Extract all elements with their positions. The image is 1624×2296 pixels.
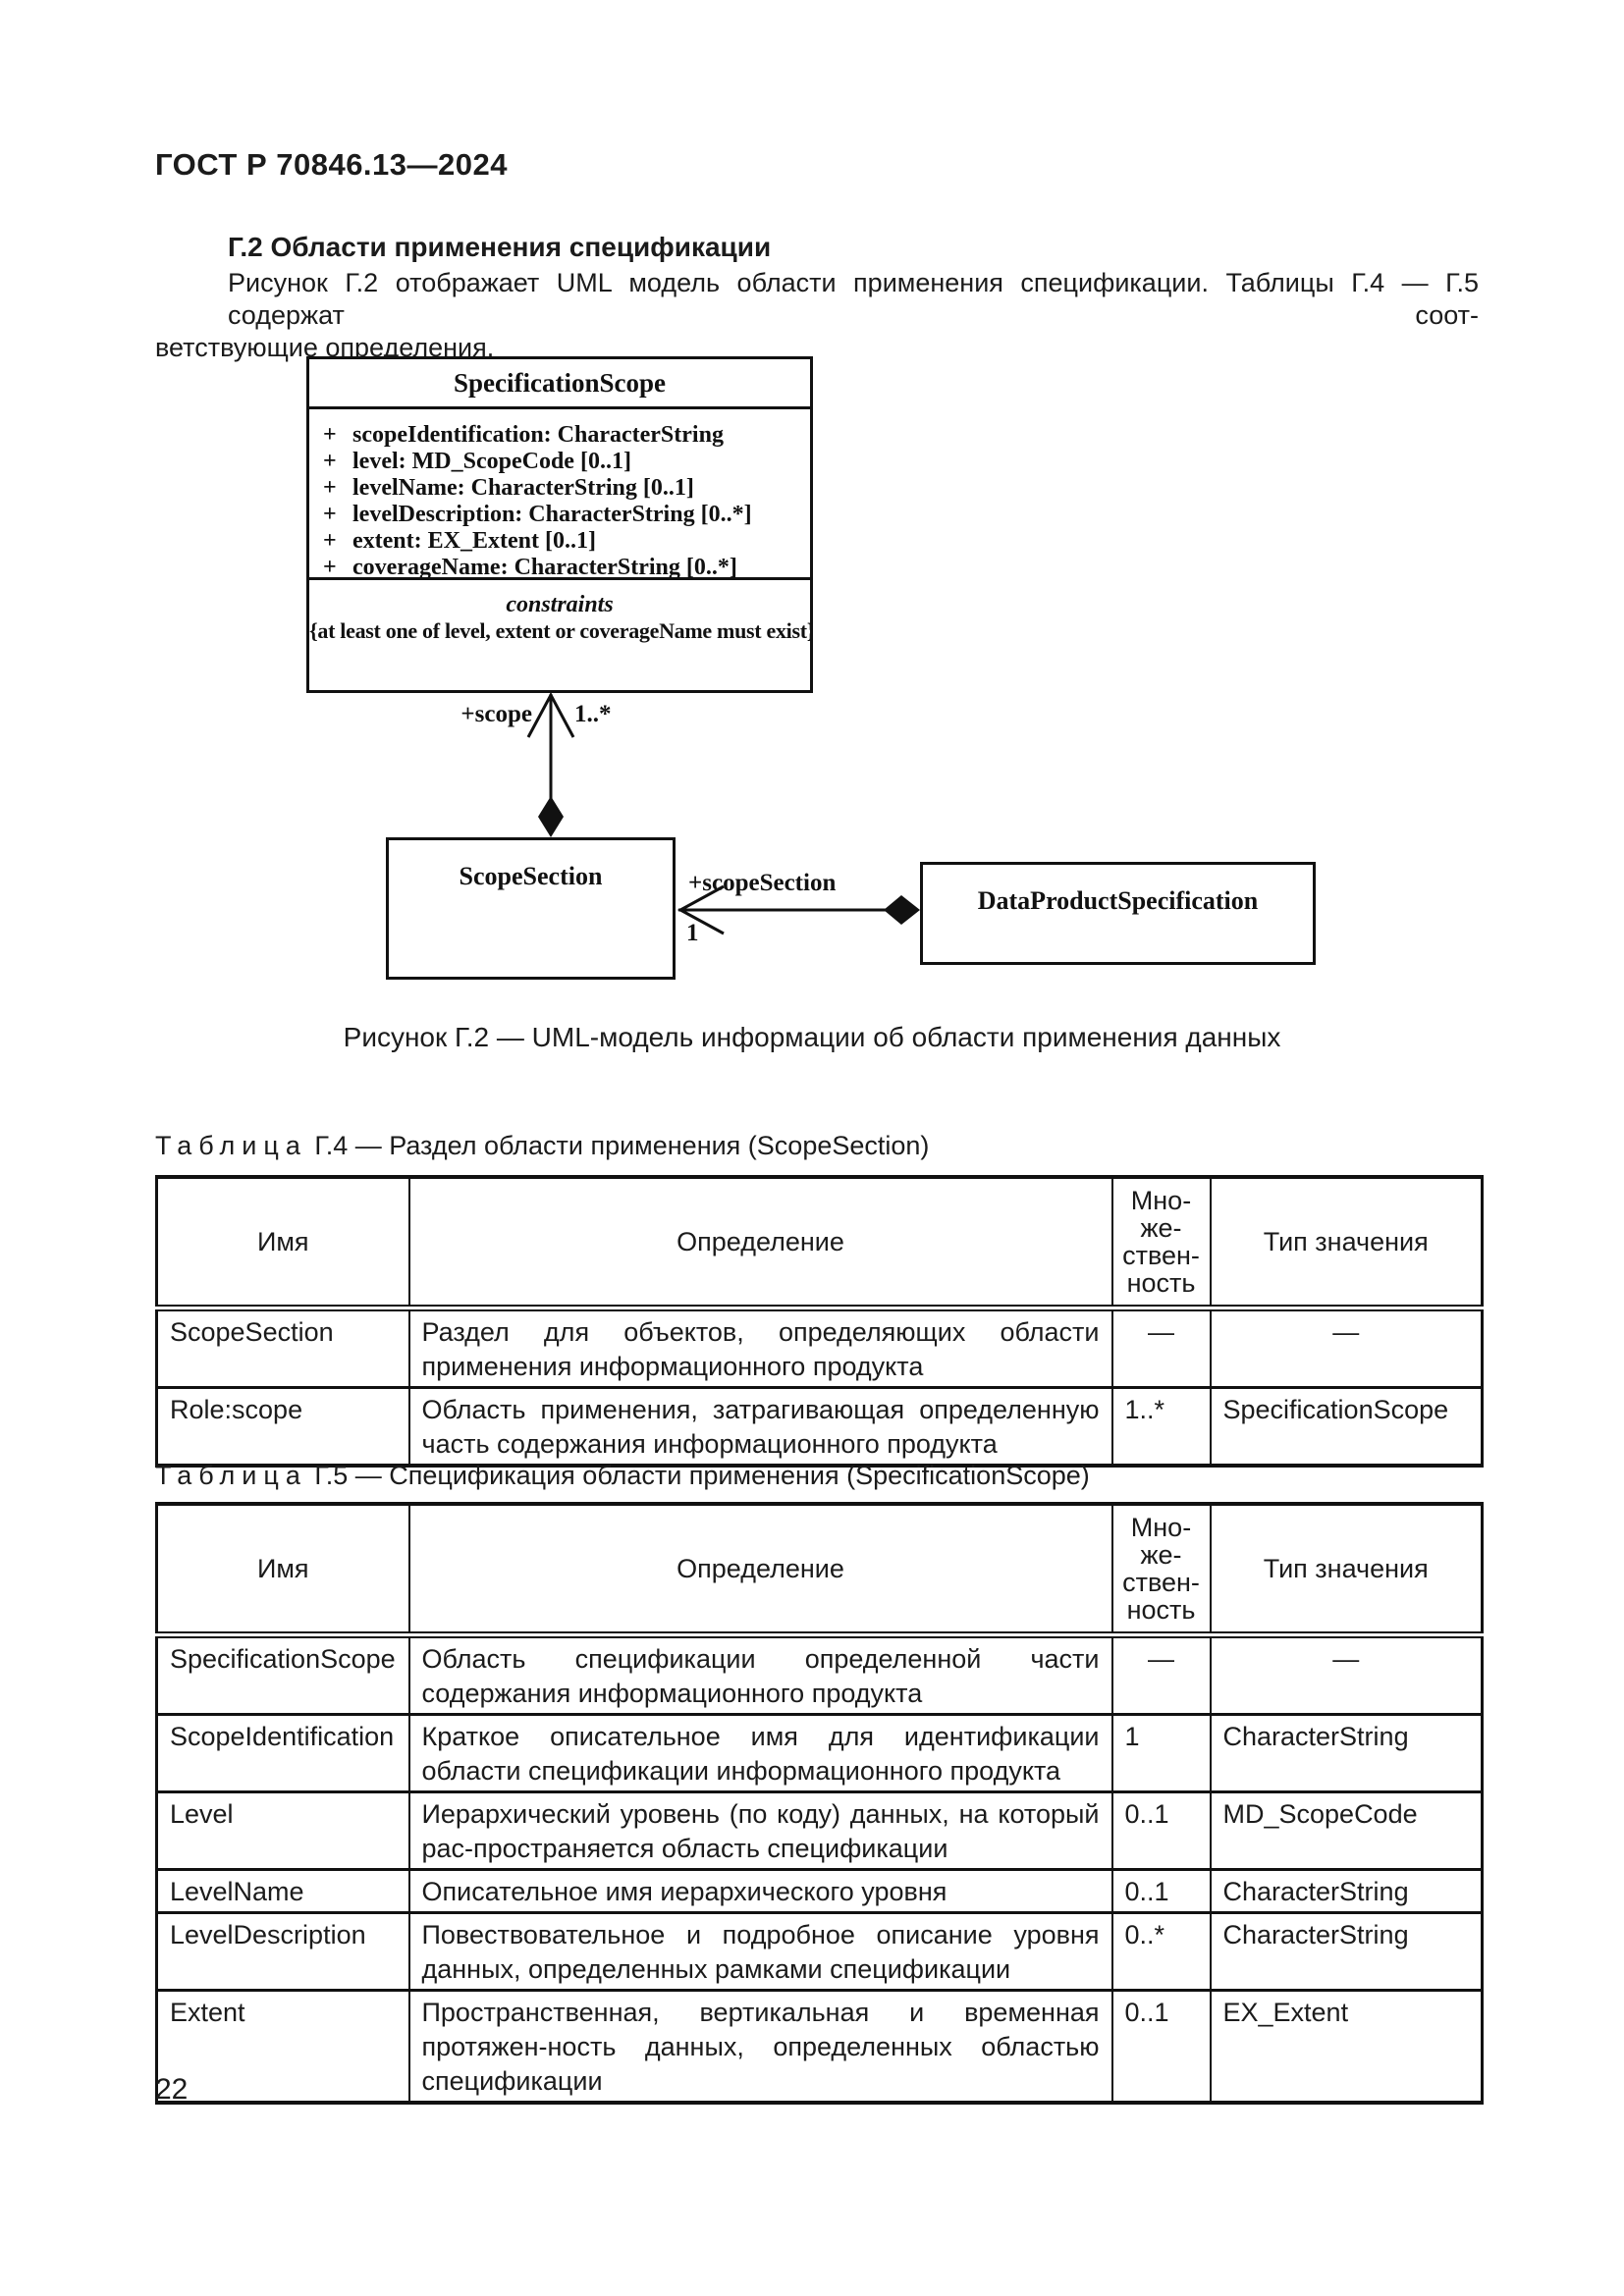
cell-type: CharacterString (1209, 1911, 1484, 1992)
uml-attribute-text: extent: EX_Extent [0..1] (352, 528, 596, 554)
table-row: ScopeIdentification Краткое описательное… (155, 1713, 1484, 1793)
visibility-plus: + (323, 449, 337, 474)
table-g4: Имя Определение Мно- же- ствен- ность Ти… (155, 1175, 1484, 1468)
uml-attribute-text: levelName: CharacterString [0..1] (352, 475, 694, 501)
cell-definition: Краткое описательное имя для идентификац… (407, 1713, 1113, 1793)
uml-class-scopesection: ScopeSection (386, 837, 676, 980)
cell-definition: Область применения, затрагивающая опреде… (407, 1386, 1113, 1467)
uml-attribute: + scopeIdentification: CharacterString (309, 422, 810, 449)
table-header-row: Имя Определение Мно- же- ствен- ность Ти… (155, 1175, 1484, 1311)
cell-name: ScopeSection (155, 1307, 410, 1389)
table-row: LevelDescription Повествовательное и под… (155, 1911, 1484, 1992)
cell-definition: Иерархический уровень (по коду) данных, … (407, 1790, 1113, 1871)
table-g4-title: Таблица Г.4 — Раздел области применения … (155, 1131, 929, 1161)
cell-definition: Описательное имя иерархического уровня (407, 1868, 1113, 1914)
table-label: Таблица (155, 1131, 307, 1160)
uml-attribute: + coverageName: CharacterString [0..*] (309, 555, 810, 581)
constraint-text: {at least one of level, extent or covera… (309, 618, 810, 643)
cell-definition: Повествовательное и подробное описание у… (407, 1911, 1113, 1992)
visibility-plus: + (323, 555, 337, 580)
constraints-label: constraints (506, 592, 614, 617)
cell-type: MD_ScopeCode (1209, 1790, 1484, 1871)
uml-class-specificationscope: SpecificationScope + scopeIdentification… (306, 356, 813, 693)
uml-attribute-text: levelDescription: CharacterString [0..*] (352, 502, 752, 527)
composition-diamond-icon (538, 796, 564, 837)
visibility-plus: + (323, 528, 337, 554)
column-header-name: Имя (155, 1175, 410, 1311)
uml-class-dataproductspecification: DataProductSpecification (920, 862, 1316, 965)
cell-definition: Пространственная, вертикальная и временн… (407, 1989, 1113, 2104)
uml-attribute-text: coverageName: CharacterString [0..*] (352, 555, 737, 580)
table-g5: Имя Определение Мно- же- ствен- ность Ти… (155, 1502, 1484, 2105)
cell-name: Role:scope (155, 1386, 410, 1467)
uml-attribute: + level: MD_ScopeCode [0..1] (309, 449, 810, 475)
composition-diamond-icon (884, 895, 920, 925)
cell-type: — (1209, 1307, 1484, 1389)
uml-attribute-text: scopeIdentification: CharacterString (352, 422, 724, 448)
cell-multiplicity: 0..1 (1110, 1868, 1212, 1914)
section-heading: Г.2 Области применения спецификации (228, 232, 772, 262)
table-title-text: Г.5 — Спецификация области применения (S… (314, 1461, 1090, 1490)
cell-type: EX_Extent (1209, 1989, 1484, 2104)
paragraph-line: Рисунок Г.2 отображает UML модель област… (228, 268, 1479, 330)
multiplicity-label: 1..* (574, 701, 612, 727)
table-row: SpecificationScope Область спецификации … (155, 1633, 1484, 1716)
column-header-name: Имя (155, 1502, 410, 1638)
cell-name: SpecificationScope (155, 1633, 410, 1716)
uml-attribute: + levelDescription: CharacterString [0..… (309, 502, 810, 528)
figure-caption: Рисунок Г.2 — UML-модель информации об о… (343, 1022, 1281, 1052)
table-row: LevelName Описательное имя иерархическог… (155, 1868, 1484, 1914)
cell-multiplicity: — (1110, 1633, 1212, 1716)
uml-attribute-text: level: MD_ScopeCode [0..1] (352, 449, 631, 474)
cell-name: Level (155, 1790, 410, 1871)
cell-name: ScopeIdentification (155, 1713, 410, 1793)
table-label: Таблица (155, 1461, 307, 1490)
cell-multiplicity: 0..1 (1110, 1790, 1212, 1871)
open-arrowhead-up-icon (526, 691, 575, 738)
cell-name: LevelDescription (155, 1911, 410, 1992)
uml-constraints-compartment: constraints {at least one of level, exte… (309, 580, 810, 644)
column-header-definition: Определение (407, 1502, 1113, 1638)
column-header-type: Тип значения (1209, 1502, 1484, 1638)
page-number: 22 (155, 2073, 189, 2106)
table-row: Level Иерархический уровень (по коду) да… (155, 1790, 1484, 1871)
cell-definition: Область спецификации определенной части … (407, 1633, 1113, 1716)
cell-type: SpecificationScope (1209, 1386, 1484, 1467)
role-label-scopesection: +scopeSection (688, 870, 837, 896)
uml-class-title: ScopeSection (459, 862, 603, 890)
intro-paragraph: Рисунок Г.2 отображает UML модель област… (155, 267, 1479, 364)
column-header-definition: Определение (407, 1175, 1113, 1311)
uml-class-title: SpecificationScope (309, 359, 810, 409)
table-row: Role:scope Область применения, затрагива… (155, 1386, 1484, 1467)
cell-type: CharacterString (1209, 1713, 1484, 1793)
document-header: ГОСТ Р 70846.13—2024 (155, 147, 508, 182)
uml-attribute: + levelName: CharacterString [0..1] (309, 475, 810, 502)
uml-attributes-compartment: + scopeIdentification: CharacterString +… (309, 409, 810, 580)
cell-type: CharacterString (1209, 1868, 1484, 1914)
multiplicity-label: 1 (686, 920, 699, 946)
table-row: Extent Пространственная, вертикальная и … (155, 1989, 1484, 2104)
cell-multiplicity: — (1110, 1307, 1212, 1389)
uml-attribute: + extent: EX_Extent [0..1] (309, 528, 810, 555)
cell-multiplicity: 1..* (1110, 1386, 1212, 1467)
table-g5-title: Таблица Г.5 — Спецификация области приме… (155, 1461, 1090, 1491)
visibility-plus: + (323, 502, 337, 527)
table-title-text: Г.4 — Раздел области применения (ScopeSe… (314, 1131, 930, 1160)
column-header-multiplicity: Мно- же- ствен- ность (1110, 1175, 1212, 1311)
visibility-plus: + (323, 422, 337, 448)
table-row: ScopeSection Раздел для объектов, опреде… (155, 1307, 1484, 1389)
column-header-multiplicity: Мно- же- ствен- ность (1110, 1502, 1212, 1638)
cell-multiplicity: 0..1 (1110, 1989, 1212, 2104)
role-label-scope: +scope (460, 701, 532, 727)
cell-multiplicity: 1 (1110, 1713, 1212, 1793)
cell-type: — (1209, 1633, 1484, 1716)
cell-name: Extent (155, 1989, 410, 2104)
uml-class-title: DataProductSpecification (977, 886, 1259, 915)
visibility-plus: + (323, 475, 337, 501)
cell-name: LevelName (155, 1868, 410, 1914)
cell-definition: Раздел для объектов, определяющих област… (407, 1307, 1113, 1389)
cell-multiplicity: 0..* (1110, 1911, 1212, 1992)
column-header-type: Тип значения (1209, 1175, 1484, 1311)
table-header-row: Имя Определение Мно- же- ствен- ность Ти… (155, 1502, 1484, 1638)
